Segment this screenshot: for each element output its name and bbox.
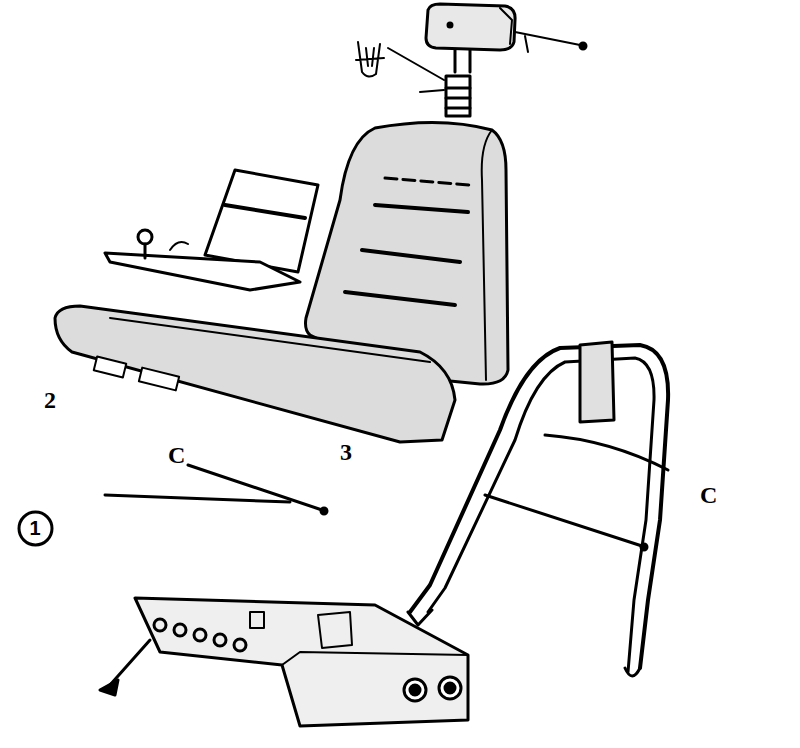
callout-number: 2 [44,388,56,412]
callout-number: 3 [340,440,352,464]
callout-circle: 1 [17,510,54,547]
part-letter: C [700,483,717,507]
part-letter: C [168,443,185,467]
callout-number: 1 [29,518,40,538]
